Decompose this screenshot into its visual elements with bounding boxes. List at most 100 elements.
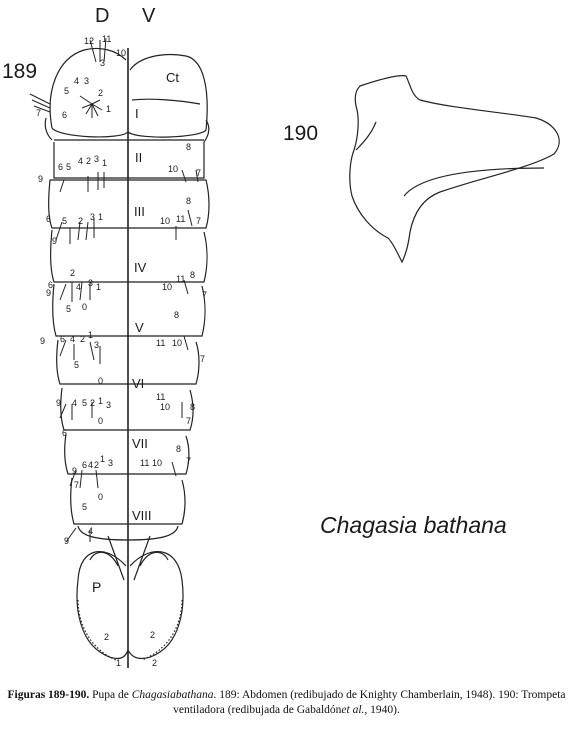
segment-label: VII	[132, 436, 148, 451]
svg-text:11: 11	[140, 458, 149, 468]
caption-italic-1: Chagasiabathana	[131, 689, 214, 701]
species-name: Chagasia bathana	[320, 512, 507, 538]
svg-text:2: 2	[104, 632, 109, 642]
svg-text:4: 4	[72, 398, 77, 408]
svg-text:7: 7	[200, 354, 205, 364]
ventral-label: V	[142, 5, 156, 27]
svg-text:5: 5	[62, 216, 67, 226]
segment-label: V	[135, 320, 144, 335]
svg-text:2: 2	[70, 268, 75, 278]
svg-text:10: 10	[162, 282, 172, 292]
ct-label: Ct	[166, 70, 179, 85]
setae	[29, 37, 199, 543]
svg-text:10: 10	[160, 216, 170, 226]
svg-text:10: 10	[172, 338, 182, 348]
svg-text:2: 2	[98, 88, 103, 98]
svg-text:2: 2	[152, 658, 157, 668]
svg-text:1: 1	[116, 658, 121, 668]
svg-text:11: 11	[156, 392, 165, 402]
svg-text:5: 5	[74, 360, 79, 370]
svg-text:4: 4	[76, 282, 81, 292]
dorsal-label: D	[95, 5, 109, 27]
svg-text:9: 9	[72, 466, 77, 476]
svg-text:10: 10	[152, 458, 162, 468]
svg-text:8: 8	[186, 142, 191, 152]
figure-190-number: 190	[283, 122, 318, 145]
segment-label: VI	[132, 376, 144, 391]
caption-bold: Figuras 189-190.	[7, 689, 90, 701]
svg-text:9: 9	[38, 174, 43, 184]
svg-text:5: 5	[82, 502, 87, 512]
svg-text:7: 7	[36, 108, 41, 118]
svg-text:8: 8	[176, 444, 181, 454]
svg-text:6: 6	[48, 280, 53, 290]
svg-text:7: 7	[196, 168, 201, 178]
respiratory-trumpet	[349, 75, 560, 264]
svg-text:9: 9	[56, 398, 61, 408]
svg-text:6: 6	[60, 334, 65, 344]
svg-text:4: 4	[88, 460, 93, 470]
pupa-abdomen-figure: D V 189 190 Ct I II III IV V VI VII VIII	[2, 5, 560, 668]
abdominal-segments	[48, 142, 210, 541]
svg-text:1: 1	[98, 396, 103, 406]
segment-label: I	[135, 106, 139, 121]
svg-text:1: 1	[106, 104, 111, 114]
svg-text:1: 1	[96, 282, 101, 292]
svg-text:0: 0	[98, 376, 103, 386]
svg-text:6: 6	[62, 110, 67, 120]
svg-text:9: 9	[64, 536, 69, 546]
svg-text:3: 3	[84, 76, 89, 86]
svg-text:6: 6	[62, 428, 67, 438]
svg-text:1: 1	[100, 454, 105, 464]
svg-text:11: 11	[176, 274, 185, 284]
cephalothorax	[44, 47, 210, 143]
svg-text:5: 5	[66, 304, 71, 314]
svg-text:8: 8	[190, 270, 195, 280]
svg-text:7: 7	[196, 216, 201, 226]
svg-text:2: 2	[86, 156, 91, 166]
segment-label: VIII	[132, 508, 152, 523]
svg-text:11: 11	[102, 34, 111, 44]
svg-text:3: 3	[94, 340, 99, 350]
svg-text:9: 9	[46, 288, 51, 298]
svg-text:3: 3	[94, 154, 99, 164]
svg-text:2: 2	[90, 398, 95, 408]
svg-text:9: 9	[52, 236, 57, 246]
svg-text:5: 5	[82, 398, 87, 408]
svg-text:1: 1	[98, 212, 103, 222]
svg-text:2: 2	[94, 460, 99, 470]
svg-text:5: 5	[66, 162, 71, 172]
svg-text:7: 7	[74, 480, 79, 490]
figure-189-number: 189	[2, 60, 37, 83]
svg-text:0: 0	[82, 302, 87, 312]
svg-text:3: 3	[108, 458, 113, 468]
svg-text:8: 8	[174, 310, 179, 320]
svg-text:2: 2	[78, 216, 83, 226]
svg-text:6: 6	[82, 460, 87, 470]
svg-text:4: 4	[74, 76, 79, 86]
svg-text:4: 4	[70, 334, 75, 344]
caption-text-3: 1940).	[367, 704, 400, 716]
svg-text:1: 1	[88, 330, 93, 340]
svg-text:7: 7	[186, 456, 191, 466]
svg-text:4: 4	[88, 526, 93, 536]
svg-text:2: 2	[80, 334, 85, 344]
svg-text:8: 8	[186, 196, 191, 206]
svg-text:12: 12	[84, 36, 94, 46]
caption-italic-2: et al.,	[341, 704, 368, 716]
svg-text:6: 6	[46, 214, 51, 224]
paddles	[76, 535, 184, 661]
svg-text:2: 2	[150, 630, 155, 640]
caption-text-1: Pupa de	[89, 689, 132, 701]
figure-caption: Figuras 189-190. Pupa de Chagasiabathana…	[4, 688, 569, 718]
svg-text:10: 10	[160, 402, 170, 412]
segment-label: IV	[134, 260, 147, 275]
segment-labels: I II III IV V VI VII VIII	[132, 106, 152, 523]
svg-text:7: 7	[186, 416, 191, 426]
svg-text:8: 8	[190, 402, 195, 412]
caption-text-2: . 189: Abdomen (redibujado de Knighty Ch…	[173, 689, 566, 716]
svg-text:3: 3	[106, 400, 111, 410]
svg-text:11: 11	[176, 214, 185, 224]
svg-text:9: 9	[40, 336, 45, 346]
